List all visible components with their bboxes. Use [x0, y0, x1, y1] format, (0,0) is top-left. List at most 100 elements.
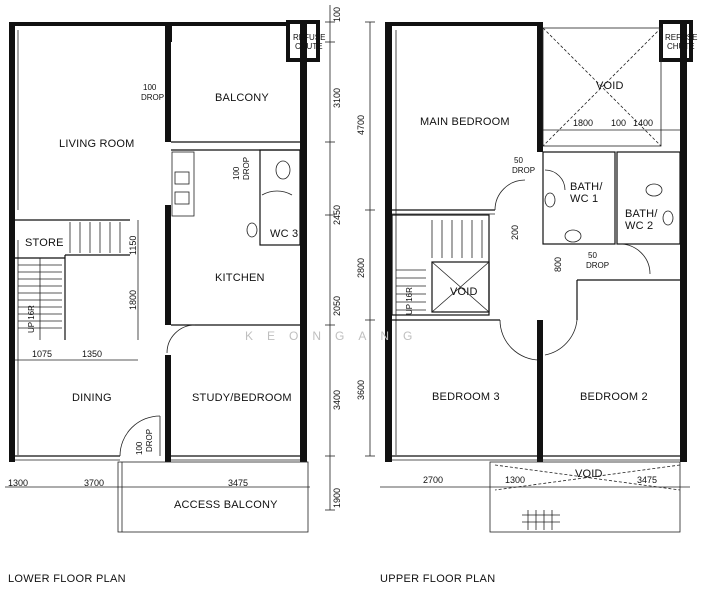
- upper-bath2-door: [619, 243, 651, 275]
- upper-dim-bottom-1: 1300: [505, 475, 525, 485]
- upper-dim-void-0: 1800: [573, 118, 593, 128]
- upper-void-top-label: VOID: [596, 80, 624, 92]
- lower-sink-2: [174, 191, 190, 205]
- lower-refuse-chute: [286, 20, 320, 62]
- upper-bath2-room: [616, 151, 681, 245]
- upper-void-bottom-label: VOID: [575, 468, 603, 480]
- lower-dim-right-0: 100: [332, 7, 342, 22]
- lower-dim-bottom-0: 1300: [8, 478, 28, 488]
- lower-dim-right-5: 1900: [332, 488, 342, 508]
- lower-kitchen-bench: [171, 151, 195, 217]
- lower-study-label: STUDY/BEDROOM: [192, 392, 292, 404]
- upper-main-bed-right-wall: [537, 22, 543, 152]
- upper-right-wall: [680, 22, 687, 462]
- upper-top-void: [542, 27, 662, 147]
- lower-dim-right-3: 2050: [332, 296, 342, 316]
- upper-bed2-door: [544, 319, 578, 356]
- upper-dim-inner-0: 200: [510, 225, 520, 240]
- lower-dim-right-1: 3100: [332, 88, 342, 108]
- upper-dim-left-2: 3600: [356, 380, 366, 400]
- lower-top-wall: [15, 22, 165, 26]
- lower-refuse-label-1: REFUSE: [293, 33, 325, 42]
- lower-study-left-wall: [165, 355, 171, 462]
- lower-access-balcony: [117, 461, 309, 533]
- upper-dim-ticks-left: [365, 21, 375, 457]
- upper-void-stair-label: VOID: [450, 286, 478, 298]
- upper-bedroom3-label: BEDROOM 3: [432, 391, 500, 403]
- lower-stair-treads: [18, 222, 121, 340]
- upper-floor-plan: REFUSE CHUTE VOID 1800 100 1400: [356, 20, 697, 585]
- upper-grille: [522, 510, 560, 530]
- lower-pillar-top: [165, 22, 172, 42]
- lower-access-balcony-label: ACCESS BALCONY: [174, 499, 278, 511]
- upper-bath2-toilet: [645, 183, 663, 197]
- upper-dim-void-2: 1400: [633, 118, 653, 128]
- upper-main-bedroom-label: MAIN BEDROOM: [420, 116, 510, 128]
- upper-top-wall: [392, 22, 537, 26]
- watermark: KEONGANG: [245, 329, 426, 343]
- lower-wc3-basin: [246, 222, 258, 238]
- lower-wc3-door: [261, 190, 293, 196]
- upper-main-drop-value: 50: [514, 156, 523, 165]
- lower-store-label: STORE: [25, 237, 64, 249]
- upper-left-wall: [385, 22, 392, 462]
- lower-kitchen-drop-value: 100: [232, 166, 241, 180]
- upper-bath2-label-1: BATH/: [625, 208, 658, 220]
- upper-main-bed-door: [494, 179, 526, 211]
- upper-bath-drop-label: DROP: [586, 261, 609, 270]
- lower-kitchen-drop-label: DROP: [242, 157, 251, 180]
- upper-refuse-label-1: REFUSE: [665, 33, 697, 42]
- lower-living-drop-label: DROP: [141, 93, 164, 102]
- upper-stair-void: [431, 261, 490, 313]
- upper-bath2-label-2: WC 2: [625, 220, 653, 232]
- upper-dim-inner-1: 800: [553, 257, 563, 272]
- lower-dim-mid-0: 1075: [32, 349, 52, 359]
- lower-living-balcony-wall: [165, 42, 171, 142]
- lower-refuse-label-2: CHUTE: [295, 42, 323, 51]
- upper-dim-bottom-2: 3475: [637, 475, 657, 485]
- lower-dining-drop-label: DROP: [145, 429, 154, 452]
- lower-dim-mid-1: 1350: [82, 349, 102, 359]
- upper-bath1-room: [542, 151, 616, 245]
- lower-dining-drop-value: 100: [135, 441, 144, 455]
- upper-bath1-label-2: WC 1: [570, 193, 598, 205]
- lower-main-door: [119, 415, 161, 457]
- upper-floor-title: UPPER FLOOR PLAN: [380, 573, 495, 585]
- lower-dim-inner-0: 1150: [128, 236, 138, 255]
- upper-bath1-label-1: BATH/: [570, 181, 603, 193]
- lower-top-wall-balcony: [172, 22, 288, 26]
- upper-bottom-void: [489, 461, 681, 533]
- upper-bath1-toilet: [564, 229, 582, 243]
- lower-living-drop-value: 100: [143, 83, 157, 92]
- upper-dim-left-1: 2800: [356, 258, 366, 278]
- upper-dim-left-0: 4700: [356, 115, 366, 135]
- upper-bed3-door: [499, 319, 541, 361]
- upper-bath1-basin: [544, 192, 556, 208]
- lower-right-wall: [300, 22, 307, 462]
- upper-main-drop-label: DROP: [512, 166, 535, 175]
- lower-dim-bottom-1: 3700: [84, 478, 104, 488]
- lower-dim-ticks-right: [325, 21, 335, 511]
- lower-kitchen-left-wall: [165, 205, 171, 325]
- lower-dining-label: DINING: [72, 392, 112, 404]
- lower-wc3-room: [259, 149, 301, 246]
- upper-refuse-label-2: CHUTE: [667, 42, 695, 51]
- lower-dim-bottom-2: 3475: [228, 478, 248, 488]
- lower-dim-right-4: 3400: [332, 390, 342, 410]
- upper-dim-void-1: 100: [611, 118, 626, 128]
- lower-wc3-toilet: [275, 160, 291, 180]
- lower-floor-title: LOWER FLOOR PLAN: [8, 573, 126, 585]
- lower-left-wall: [9, 22, 15, 462]
- upper-bath-drop-value: 50: [588, 251, 597, 260]
- lower-kitchen-label: KITCHEN: [215, 272, 265, 284]
- upper-bedroom2-label: BEDROOM 2: [580, 391, 648, 403]
- lower-door-arc: [166, 324, 196, 354]
- upper-stair-label: UP 16R: [405, 287, 414, 315]
- lower-sink-1: [174, 171, 190, 185]
- lower-floor-plan: REFUSE CHUTE: [5, 5, 342, 585]
- upper-bath2-basin: [662, 210, 674, 226]
- lower-balcony-label: BALCONY: [215, 92, 269, 104]
- lower-dim-right-2: 2450: [332, 205, 342, 225]
- upper-stair-treads: [396, 220, 483, 311]
- upper-bed-divider: [537, 320, 543, 462]
